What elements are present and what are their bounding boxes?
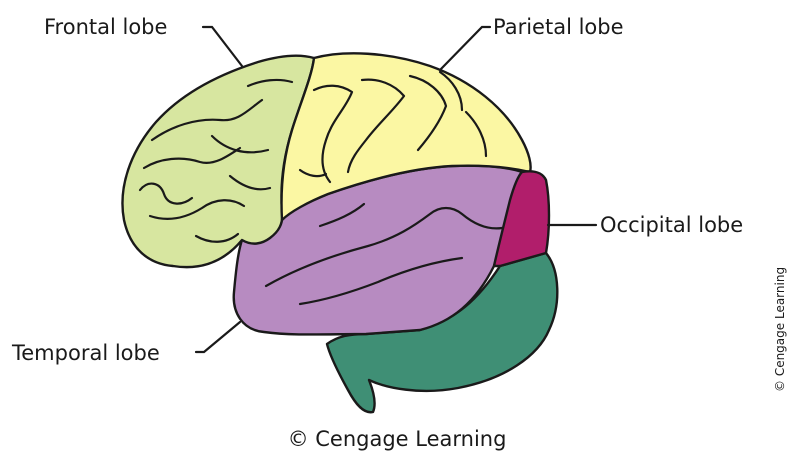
parietal-lobe-label: Parietal lobe: [493, 15, 624, 39]
temporal-leader-line: [196, 322, 240, 352]
side-credit: © Cengage Learning: [773, 267, 787, 392]
frontal-lobe-label: Frontal lobe: [44, 15, 167, 39]
figure-caption: © Cengage Learning: [288, 427, 507, 451]
occipital-lobe-label: Occipital lobe: [600, 213, 743, 237]
frontal-leader-line: [203, 27, 242, 66]
parietal-leader-line: [440, 27, 490, 70]
temporal-lobe-label: Temporal lobe: [11, 341, 160, 365]
